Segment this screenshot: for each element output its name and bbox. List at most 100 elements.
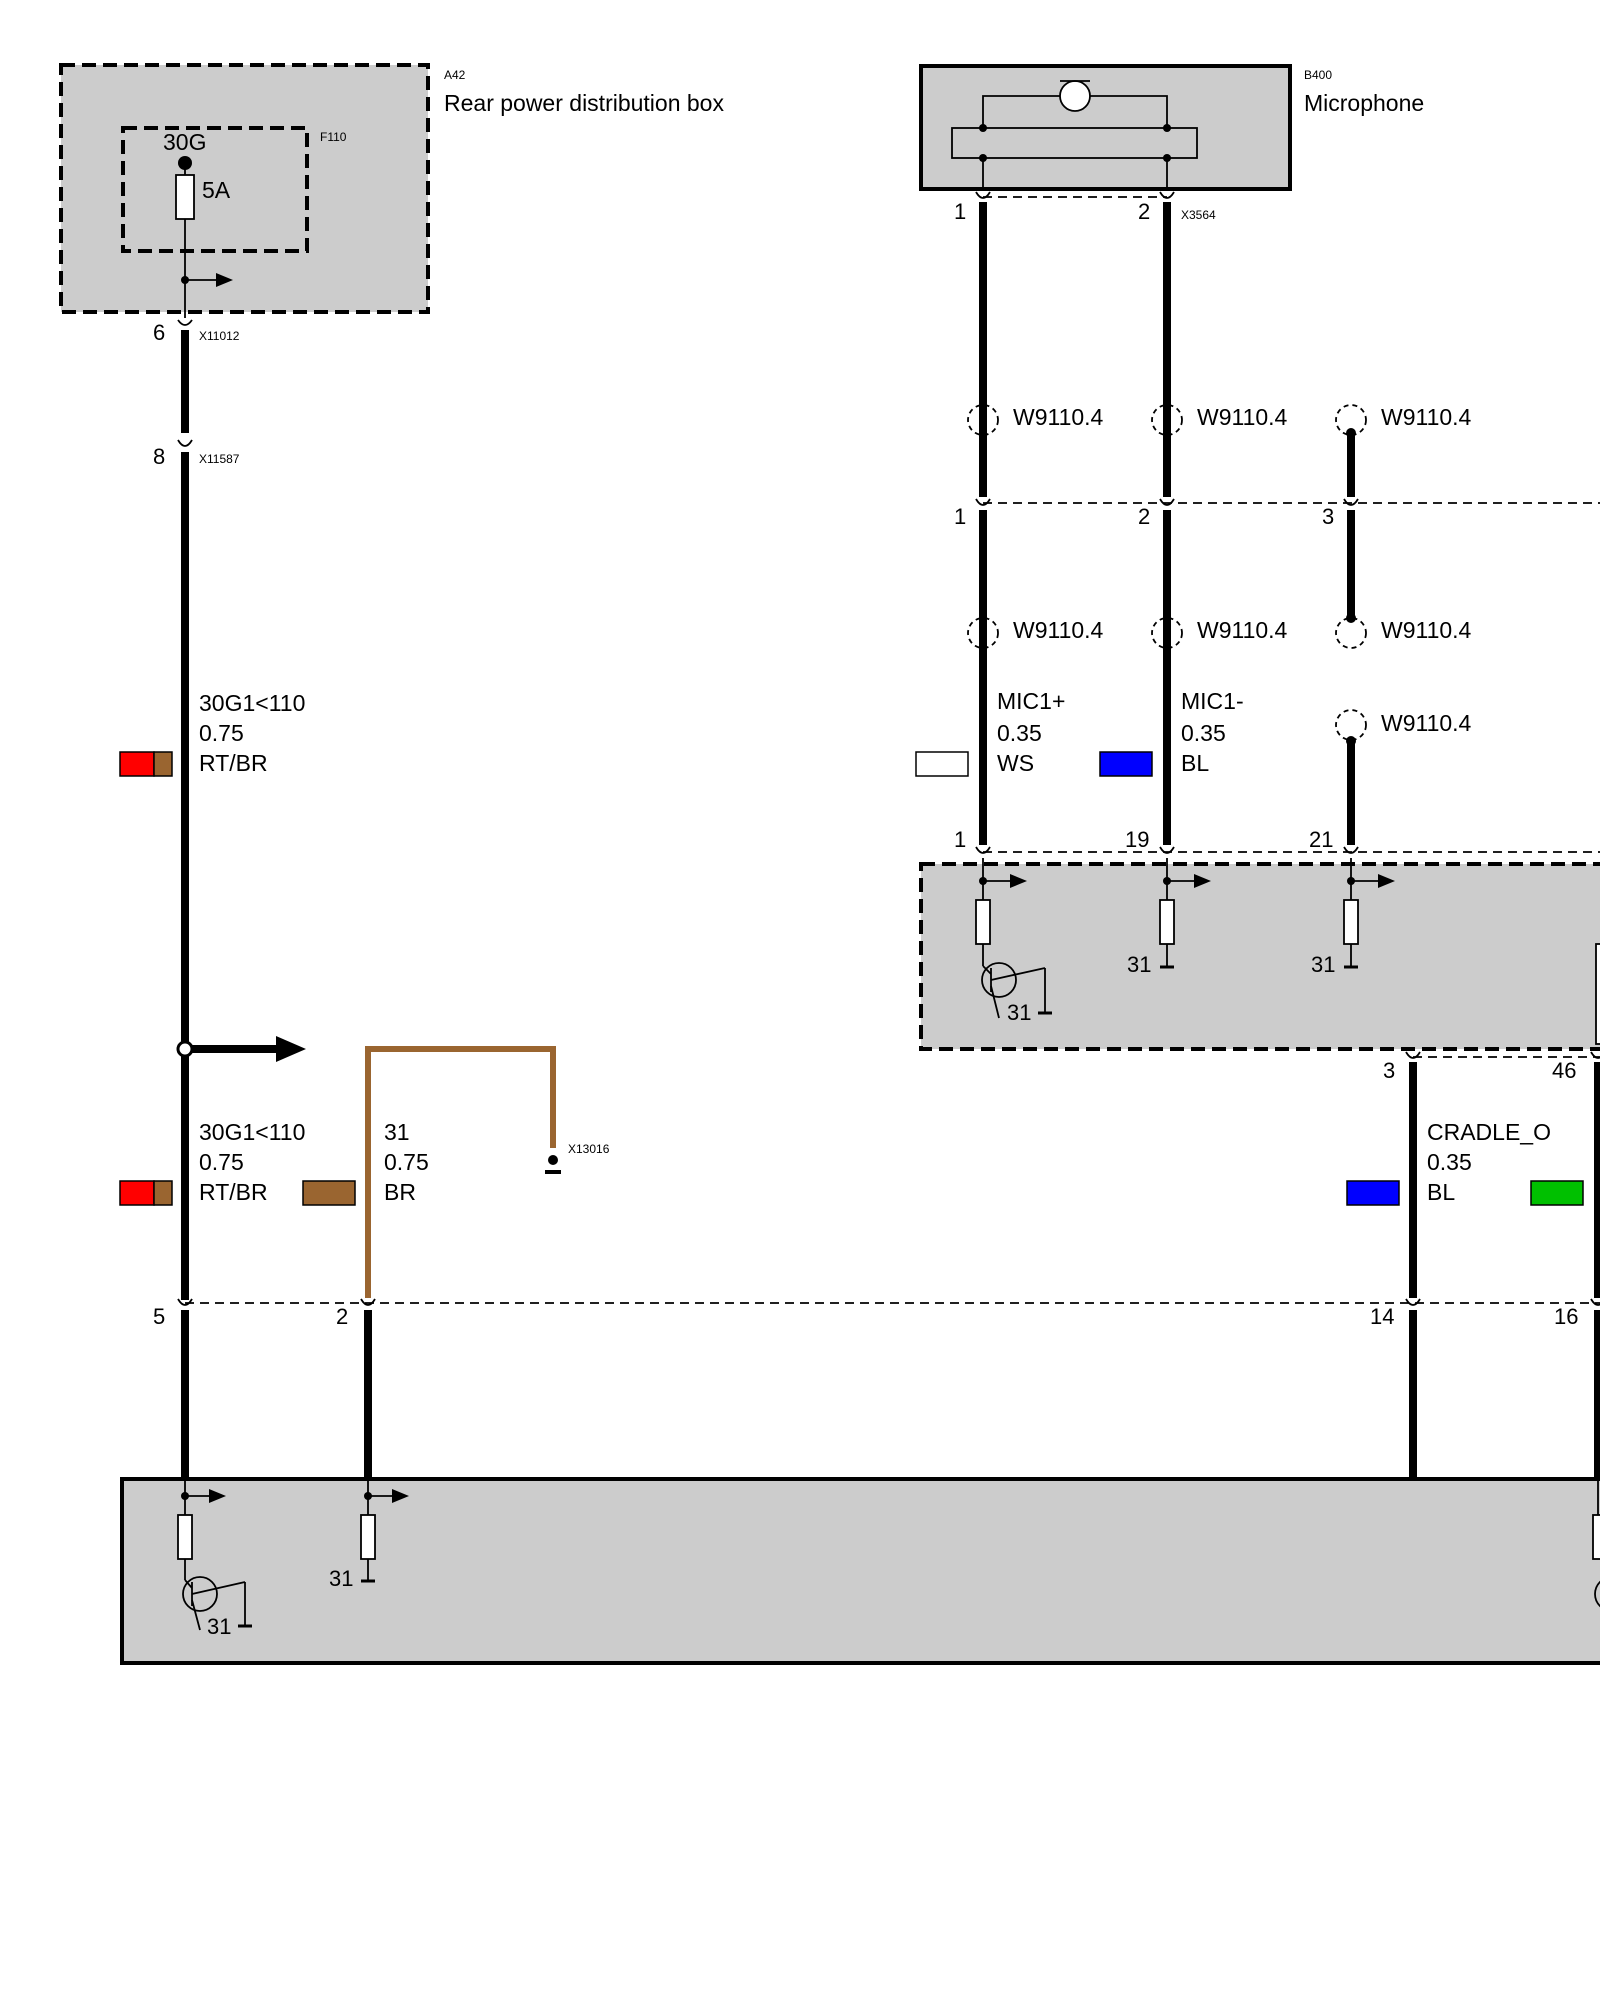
wire-color-code: RT/BR: [199, 750, 268, 776]
wire-color-code: RT/BR: [199, 1179, 268, 1205]
resistor-icon: [360, 1514, 376, 1560]
wire-color-code: BL: [1181, 750, 1209, 776]
wire-color-code: BR: [384, 1179, 416, 1205]
b400-id: B400: [1304, 68, 1332, 82]
ground-label: 31: [1007, 1000, 1031, 1025]
wire-color-code: BL: [1427, 1179, 1455, 1205]
pin-8: 8: [153, 444, 165, 469]
resistor-icon: [177, 1514, 193, 1560]
color-swatch-brown: [302, 1180, 356, 1206]
control-module-upper: 31 31 31: [919, 858, 1600, 1051]
pin-1: 1: [954, 199, 966, 224]
wire-label-supply-upper: 30G1<110 0.75 RT/BR: [119, 690, 305, 777]
a42-rear-power-distribution-box: A42 Rear power distribution box F110 30G…: [59, 63, 724, 318]
transistor-icon: [981, 962, 1052, 1019]
pin-21: 21: [1309, 827, 1333, 852]
ground-label: 31: [329, 1566, 353, 1591]
splice-label: W9110.4: [1381, 617, 1472, 643]
output-arrow-icon: [1167, 874, 1211, 888]
f110-id: F110: [320, 130, 347, 144]
x13016-label: X13016: [568, 1142, 610, 1156]
color-swatch-brown: [153, 1180, 173, 1206]
output-arrow-icon: [1351, 874, 1395, 888]
a42-name: Rear power distribution box: [444, 90, 724, 116]
splice-label: W9110.4: [1013, 404, 1104, 430]
signal-name: MIC1-: [1181, 688, 1244, 714]
a42-id: A42: [444, 68, 466, 82]
resistor-icon: [975, 899, 991, 945]
x11012-label: X11012: [199, 329, 240, 343]
x11587-label: X11587: [199, 452, 240, 466]
output-arrow-icon: [368, 1489, 409, 1503]
wire-color-code: WS: [997, 750, 1034, 776]
ground-label: 31: [1127, 952, 1151, 977]
connector-x11012: 6 X11012: [153, 319, 240, 345]
resistor-icon: [1343, 899, 1359, 945]
lower-inline-connector: 5 2 14 16: [153, 1298, 1600, 1329]
splice-label: W9110.4: [1013, 617, 1104, 643]
ground-label: 31: [207, 1614, 231, 1639]
module-connector-bottom: 3 46: [1383, 1051, 1600, 1083]
module-connector-top: 1 19 21: [954, 827, 1600, 854]
pin-5: 5: [153, 1304, 165, 1329]
pin-2: 2: [1138, 199, 1150, 224]
signal-name: MIC1+: [997, 688, 1065, 714]
signal-name: 31: [384, 1119, 410, 1145]
color-swatch-white: [915, 751, 969, 777]
pin-2: 2: [1138, 504, 1150, 529]
f110-terminal: 30G: [163, 129, 206, 155]
signal-name: 30G1<110: [199, 1119, 305, 1145]
wire-label-mic1-minus: MIC1- 0.35 BL: [1099, 688, 1244, 777]
ground-label: 31: [1311, 952, 1335, 977]
color-swatch-red: [119, 1180, 155, 1206]
splice-label: W9110.4: [1381, 404, 1472, 430]
wire-label-cradle: CRADLE_O 0.35 BL: [1346, 1119, 1584, 1206]
color-swatch-red: [119, 751, 155, 777]
wire-gauge: 0.75: [199, 720, 244, 746]
pin-1: 1: [954, 827, 966, 852]
wire-label-mic1-plus: MIC1+ 0.35 WS: [915, 688, 1065, 777]
splice-row-upper: W9110.4 W9110.4 W9110.4: [967, 404, 1472, 438]
pin-14: 14: [1370, 1304, 1394, 1329]
wire-gauge: 0.35: [1427, 1149, 1472, 1175]
continuation-arrow-icon: [192, 1036, 306, 1062]
control-module-lower: 31 31: [120, 1477, 1600, 1665]
pin-19: 19: [1125, 827, 1149, 852]
b400-name: Microphone: [1304, 90, 1424, 116]
splice-node: [176, 1040, 194, 1058]
wire-gauge: 0.35: [997, 720, 1042, 746]
resistor-icon: [1159, 899, 1175, 945]
splice-label: W9110.4: [1381, 710, 1472, 736]
microphone-icon: [951, 80, 1198, 190]
pin-3: 3: [1322, 504, 1334, 529]
b400-microphone: B400 Microphone: [919, 64, 1424, 191]
signal-name: CRADLE_O: [1427, 1119, 1551, 1145]
connector-x3564: 1 2 X3564: [954, 191, 1216, 224]
connector-x11587: 8 X11587: [153, 439, 240, 469]
pin-2: 2: [336, 1304, 348, 1329]
pin-6: 6: [153, 320, 165, 345]
color-swatch-green: [1530, 1180, 1584, 1206]
pin-46: 46: [1552, 1058, 1576, 1083]
wire-ground-31: X13016 31 0.75 BR: [302, 1046, 610, 1298]
transistor-icon: [182, 1576, 252, 1631]
pin-1: 1: [954, 504, 966, 529]
wire-gauge: 0.35: [1181, 720, 1226, 746]
inline-connector: 1 2 3: [954, 498, 1600, 529]
wire-gauge: 0.75: [384, 1149, 429, 1175]
splice-label: W9110.4: [1197, 404, 1288, 430]
splice-row-middle: W9110.4 W9110.4 W9110.4 W9110.4: [967, 613, 1472, 746]
fuse-icon: [175, 174, 195, 220]
output-arrow-icon: [185, 273, 233, 287]
f110-rating: 5A: [202, 177, 231, 203]
color-swatch-blue: [1346, 1180, 1400, 1206]
pin-16: 16: [1554, 1304, 1578, 1329]
color-swatch-brown: [153, 751, 173, 777]
signal-name: 30G1<110: [199, 690, 305, 716]
x3564-label: X3564: [1181, 208, 1216, 222]
wire-label-supply-lower: 30G1<110 0.75 RT/BR: [119, 1119, 305, 1206]
output-arrow-icon: [983, 874, 1027, 888]
splice-label: W9110.4: [1197, 617, 1288, 643]
color-swatch-blue: [1099, 751, 1153, 777]
